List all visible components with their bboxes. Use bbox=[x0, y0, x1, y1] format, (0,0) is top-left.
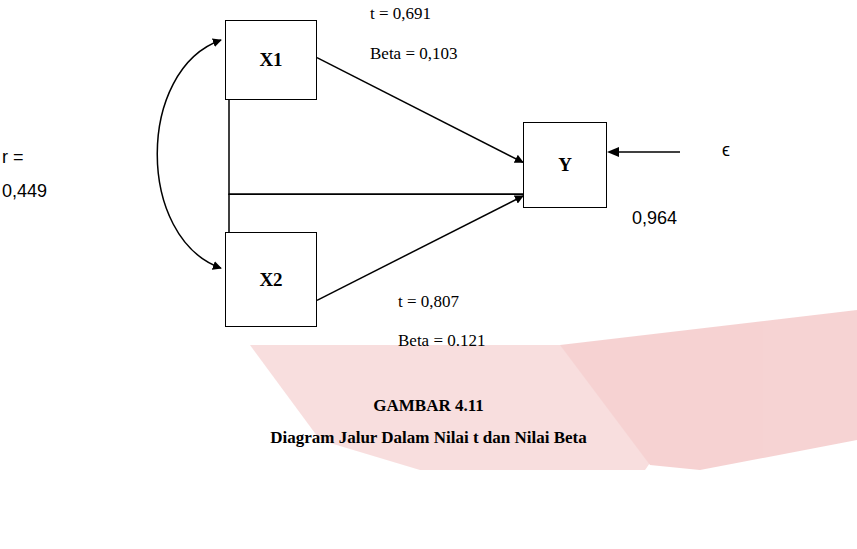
variable-box: Y bbox=[523, 122, 607, 208]
beta-value: Beta = 0,103 bbox=[370, 44, 458, 64]
path-line bbox=[229, 100, 523, 194]
t-value: t = 0,691 bbox=[370, 4, 431, 24]
variable-box: X1 bbox=[225, 20, 317, 100]
path-line bbox=[229, 194, 523, 232]
correlation-label: r = 0,449 bbox=[2, 140, 56, 208]
beta-value: Beta = 0.121 bbox=[398, 331, 486, 351]
figure-number: GAMBAR 4.11 bbox=[0, 396, 857, 416]
t-value: t = 0,807 bbox=[398, 292, 459, 312]
figure-caption: Diagram Jalur Dalam Nilai t dan Nilai Be… bbox=[0, 428, 857, 448]
path-line bbox=[317, 196, 523, 300]
error-value: 0,964 bbox=[632, 208, 677, 229]
error-arrow bbox=[607, 147, 680, 157]
error-symbol: ϵ bbox=[722, 140, 730, 161]
variable-name: X2 bbox=[259, 269, 282, 291]
correlation-arc bbox=[157, 40, 221, 268]
variable-name: X1 bbox=[259, 49, 282, 71]
path-line bbox=[317, 58, 523, 163]
variable-name: Y bbox=[558, 154, 572, 176]
variable-box: X2 bbox=[225, 232, 317, 327]
